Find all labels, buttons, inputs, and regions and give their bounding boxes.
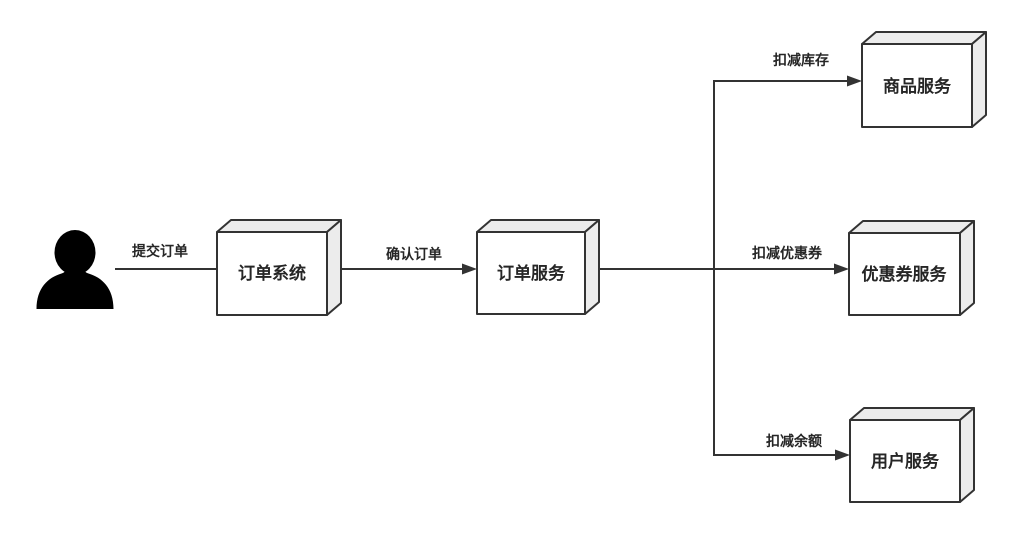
edge-line — [713, 269, 836, 456]
arrowhead-icon — [847, 75, 862, 87]
cube-front-face — [476, 231, 586, 315]
cube-front-face — [849, 419, 961, 503]
edge-line — [713, 80, 848, 269]
edge-label-submit-order: 提交订单 — [132, 243, 188, 259]
edge-deduct-coupon: 扣减优惠券 — [599, 245, 849, 275]
edge-submit-order: 提交订单 — [115, 243, 217, 270]
edge-label-deduct-stock: 扣减库存 — [773, 52, 829, 68]
cube-side-face — [959, 407, 975, 503]
cube-top-face — [216, 219, 342, 233]
edge-deduct-stock: 扣减库存 — [713, 52, 862, 269]
edge-deduct-balance: 扣减余额 — [713, 269, 850, 461]
cube-top-face — [849, 407, 975, 421]
cube-side-face — [584, 219, 600, 315]
node-product-service: 商品服务 — [861, 31, 987, 128]
cube-side-face — [326, 219, 342, 316]
cube-side-face — [971, 31, 987, 128]
node-label-order-system: 订单系统 — [238, 263, 306, 283]
node-coupon-service: 优惠券服务 — [848, 220, 975, 316]
node-label-user-service: 用户服务 — [871, 451, 940, 471]
node-label-coupon-service: 优惠券服务 — [862, 264, 948, 284]
edge-confirm-order: 确认订单 — [341, 246, 477, 275]
edge-label-confirm-order: 确认订单 — [386, 246, 442, 262]
cube-side-face — [959, 220, 975, 316]
node-user-service: 用户服务 — [849, 407, 975, 503]
user-silhouette-icon — [36, 230, 114, 309]
cube-front-face — [216, 231, 328, 316]
node-label-product-service: 商品服务 — [883, 76, 952, 96]
cube-front-face — [848, 232, 961, 316]
cube-top-face — [476, 219, 600, 233]
cube-top-face — [848, 220, 975, 234]
node-label-order-service: 订单服务 — [497, 263, 566, 283]
cube-top-face — [861, 31, 987, 45]
arrowhead-icon — [834, 263, 849, 275]
node-order-system: 订单系统 — [216, 219, 342, 316]
node-order-service: 订单服务 — [476, 219, 600, 315]
edge-label-deduct-coupon: 扣减优惠券 — [752, 245, 823, 261]
edge-label-deduct-balance: 扣减余额 — [766, 433, 822, 449]
arrowhead-icon — [835, 449, 850, 461]
arrowhead-icon — [462, 263, 477, 275]
cube-front-face — [861, 43, 973, 128]
